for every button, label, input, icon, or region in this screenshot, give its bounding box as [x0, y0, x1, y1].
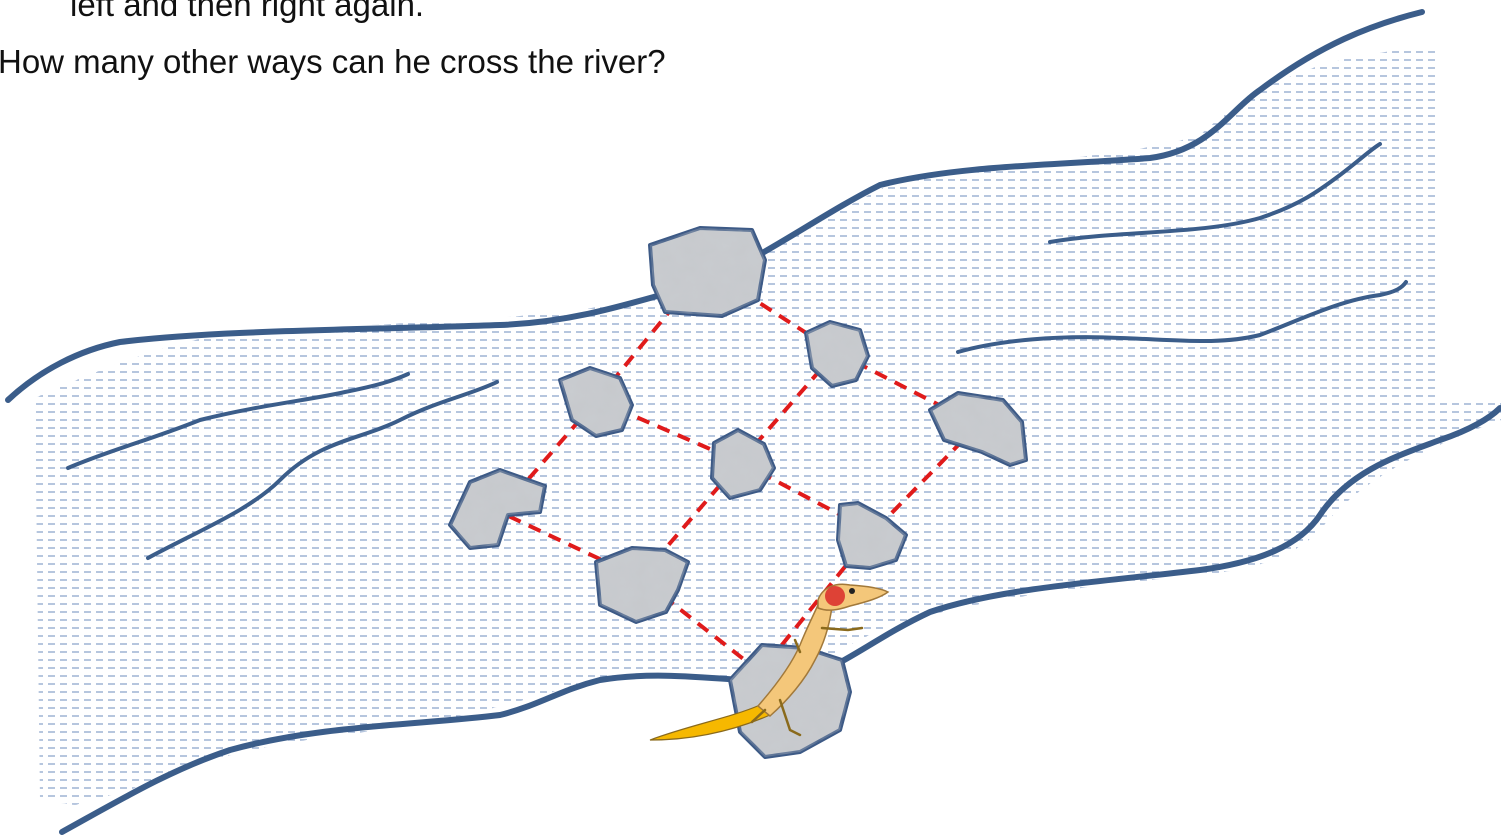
stepping-stone — [650, 228, 765, 316]
stepping-stone — [730, 645, 850, 757]
